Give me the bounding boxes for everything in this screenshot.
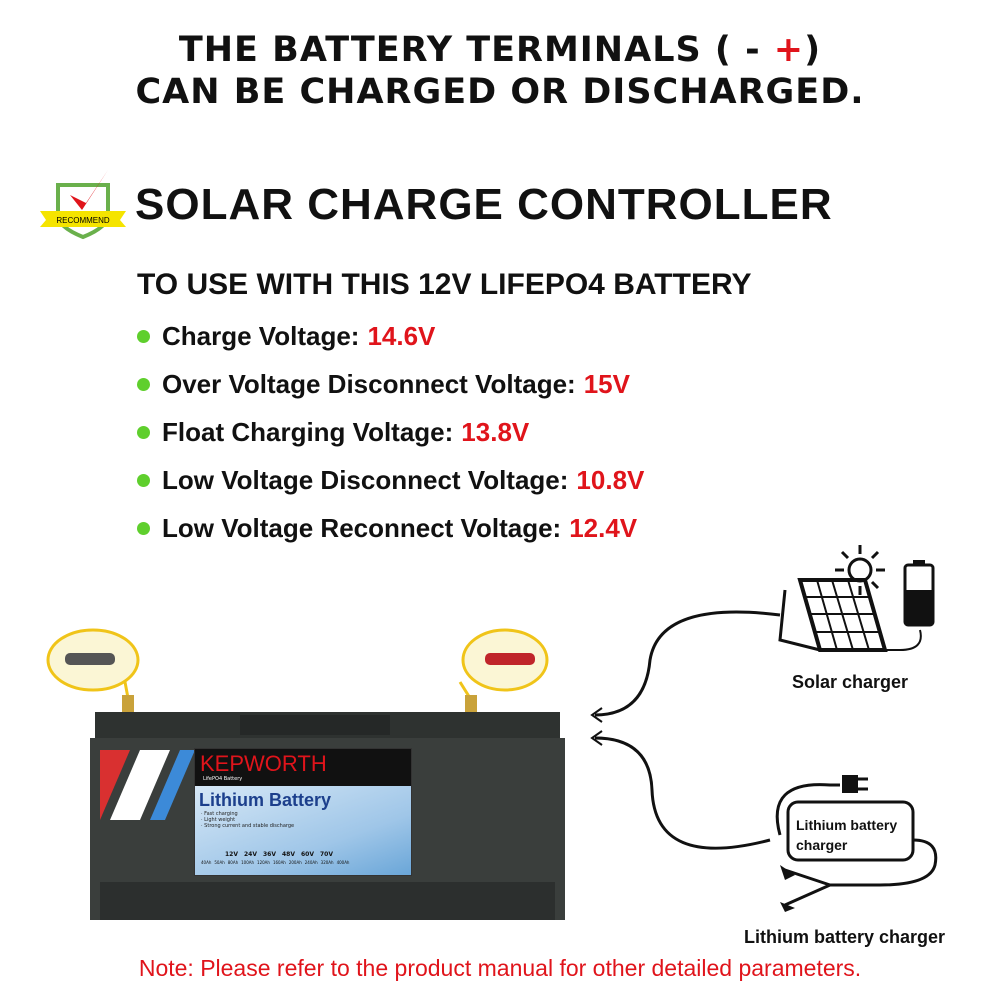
spec-value: 14.6V [367,321,436,351]
battery-label: KEPWORTH LifePO4 Battery Lithium Battery… [194,748,412,876]
voltage: 24V [244,851,257,858]
section-title: SOLAR CHARGE CONTROLLER [135,180,833,229]
bullet-icon [137,330,150,343]
spec-value: 15V [583,369,630,399]
feature-list: · Fast charging · Light weight · Strong … [195,811,411,829]
headline-text: ) [804,30,822,70]
recommend-badge-icon: RECOMMEND [40,170,126,240]
spec-item: Low Voltage Reconnect Voltage:12.4V [137,513,637,544]
solar-charger-label: Solar charger [792,672,909,692]
spec-label: Low Voltage Disconnect Voltage: [162,465,569,495]
capacity: 50Ah [214,860,225,865]
capacity: 240Ah [304,860,318,865]
voltage-options: 12V 24V 36V 48V 60V 70V [195,829,411,858]
solar-panel-icon [778,578,888,652]
capacity: 120Ah [257,860,270,865]
spec-item: Charge Voltage:14.6V [137,321,435,352]
plug-icon [842,775,868,793]
bullet-icon [137,378,150,391]
spec-value: 12.4V [569,513,638,543]
brand-bar: KEPWORTH LifePO4 Battery [195,749,411,786]
capacity: 400Ah [336,860,350,865]
bullet-icon [137,474,150,487]
voltage: 36V [263,851,276,858]
feature: · Fast charging [201,811,238,817]
capacity: 40Ah [201,860,212,865]
voltage: 70V [320,851,333,858]
spec-label: Charge Voltage: [162,321,360,351]
spec-item: Low Voltage Disconnect Voltage:10.8V [137,465,644,496]
spec-value: 13.8V [461,417,530,447]
spec-label: Float Charging Voltage: [162,417,454,447]
headline-line-2: CAN BE CHARGED OR DISCHARGED. [135,72,865,112]
solar-cable [594,610,781,717]
capacity: 160Ah [272,860,286,865]
brand-logo: KEPWORTH [200,751,327,776]
bullet-icon [137,522,150,535]
voltage: 48V [282,851,295,858]
brand-sub: LifePO4 Battery [203,776,243,782]
feature: · Light weight [201,817,236,823]
bullet-icon [137,426,150,439]
capacity: 320Ah [320,860,334,865]
spec-label: Low Voltage Reconnect Voltage: [162,513,562,543]
battery-icon [885,560,935,651]
spec-item: Float Charging Voltage:13.8V [137,417,529,448]
charging-diagram [590,545,938,912]
voltage: 60V [301,851,314,858]
voltage: 12V [225,851,238,858]
capacity: 100Ah [241,860,255,865]
badge-text: RECOMMEND [56,216,110,225]
arrow-icon [590,707,603,723]
plus-sign: + [773,30,805,70]
capacity: 200Ah [288,860,302,865]
charger-box-label: Lithium battery charger [796,817,898,853]
charger-label: Lithium battery charger [744,927,946,947]
arrow-icon [590,730,603,746]
label-title: Lithium Battery [199,790,332,810]
spec-item: Over Voltage Disconnect Voltage:15V [137,369,630,400]
note: Note: Please refer to the product manual… [138,955,862,981]
subtitle: TO USE WITH THIS 12V LIFEPO4 BATTERY [137,268,752,301]
spec-value: 10.8V [576,465,645,495]
charger-box-icon [786,800,915,862]
capacity: 80Ah [227,860,239,865]
clamp-icon [780,865,831,912]
feature: · Strong current and stable discharge [201,823,295,829]
charger-cable [594,736,771,850]
headline-line-1: THE BATTERY TERMINALS ( - +) [0,30,1000,70]
sun-icon [835,545,885,595]
spec-label: Over Voltage Disconnect Voltage: [162,369,576,399]
headline-text: THE BATTERY TERMINALS ( - [178,30,774,70]
